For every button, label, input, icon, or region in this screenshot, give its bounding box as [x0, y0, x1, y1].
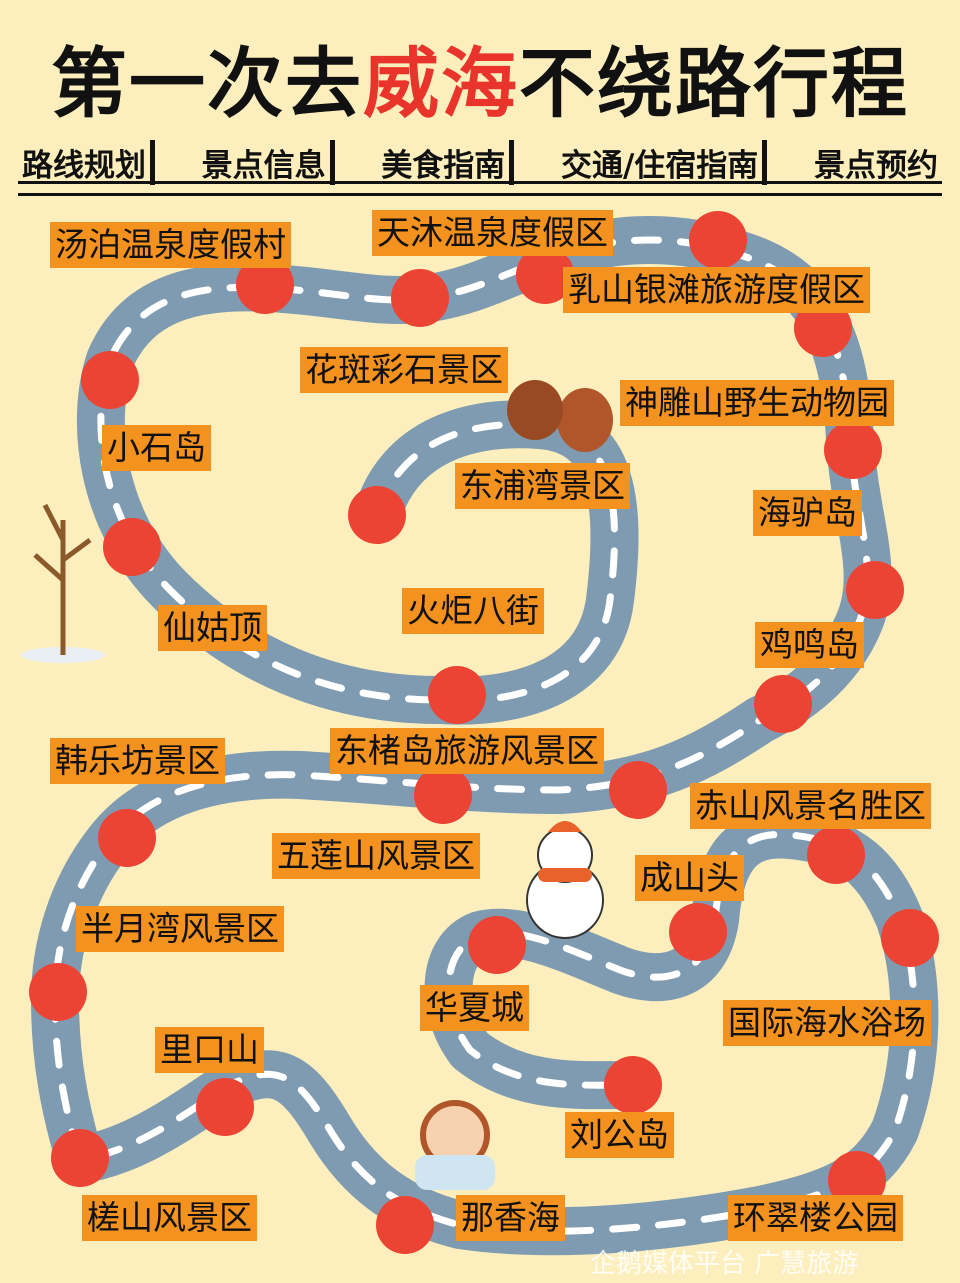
stop-label: 国际海水浴场 — [723, 1000, 931, 1046]
stop-marker — [807, 826, 865, 884]
nav-item: 景点预约 — [813, 148, 938, 184]
stop-label: 环翠楼公园 — [728, 1195, 903, 1241]
stop-label: 小石岛 — [102, 425, 211, 471]
nav-item: 景点信息 — [198, 140, 335, 185]
stop-marker — [828, 1151, 886, 1209]
stop-label: 花斑彩石景区 — [300, 347, 508, 393]
stop-label: 东楮岛旅游风景区 — [330, 728, 604, 774]
stop-marker — [604, 1056, 662, 1114]
stop-marker — [669, 903, 727, 961]
stop-label: 刘公岛 — [565, 1112, 674, 1158]
divider — [18, 181, 942, 184]
nav-item: 路线规划 — [18, 140, 155, 185]
stop-label: 华夏城 — [420, 985, 529, 1031]
stop-marker — [29, 963, 87, 1021]
stop-label: 半月湾风景区 — [76, 906, 284, 952]
stop-marker — [81, 351, 139, 409]
stop-marker — [51, 1129, 109, 1187]
stop-marker — [98, 809, 156, 867]
watermark: 企鹅媒体平台 广慧旅游 — [590, 1249, 859, 1279]
stop-marker — [103, 518, 161, 576]
stop-label: 五莲山风景区 — [272, 833, 480, 879]
stop-marker — [348, 486, 406, 544]
stop-label: 海驴岛 — [753, 490, 862, 536]
stop-label: 鸡鸣岛 — [755, 622, 864, 668]
stop-label: 韩乐坊景区 — [50, 738, 225, 784]
stop-label: 槎山风景区 — [82, 1195, 257, 1241]
topic-nav: 路线规划 景点信息 美食指南 交通/住宿指南 景点预约 — [18, 140, 942, 185]
stop-marker — [824, 421, 882, 479]
tree-illustration — [21, 503, 105, 663]
stop-label: 乳山银滩旅游度假区 — [563, 267, 870, 313]
stop-marker — [236, 256, 294, 314]
stop-marker — [881, 909, 939, 967]
stop-marker — [414, 766, 472, 824]
stop-marker — [468, 916, 526, 974]
nav-item: 交通/住宿指南 — [557, 140, 768, 185]
stop-label: 汤泊温泉度假村 — [50, 222, 291, 268]
stop-marker — [376, 1196, 434, 1254]
stop-marker — [794, 299, 852, 357]
stop-label: 火炬八街 — [402, 588, 544, 634]
stop-label: 那香海 — [456, 1195, 565, 1241]
stop-marker — [196, 1078, 254, 1136]
stop-label: 仙姑顶 — [158, 605, 267, 651]
divider — [18, 193, 942, 196]
snowman-illustration — [526, 821, 604, 939]
stop-label: 神雕山野生动物园 — [620, 380, 894, 426]
stop-marker — [516, 246, 574, 304]
stop-marker — [609, 761, 667, 819]
stop-marker — [846, 561, 904, 619]
stop-label: 赤山风景名胜区 — [690, 783, 931, 829]
stop-marker — [754, 675, 812, 733]
nav-item: 美食指南 — [377, 140, 515, 185]
stop-marker — [391, 269, 449, 327]
stop-label: 东浦湾景区 — [455, 463, 630, 509]
page-title: 第一次去威海不绕路行程 — [51, 39, 909, 128]
girl-illustration — [415, 1100, 495, 1190]
stop-label: 成山头 — [635, 855, 744, 901]
stop-marker — [428, 666, 486, 724]
stop-label: 天沐温泉度假区 — [372, 210, 613, 256]
stop-label: 里口山 — [155, 1027, 264, 1073]
squirrel-illustration — [507, 380, 613, 452]
stop-marker — [689, 211, 747, 269]
